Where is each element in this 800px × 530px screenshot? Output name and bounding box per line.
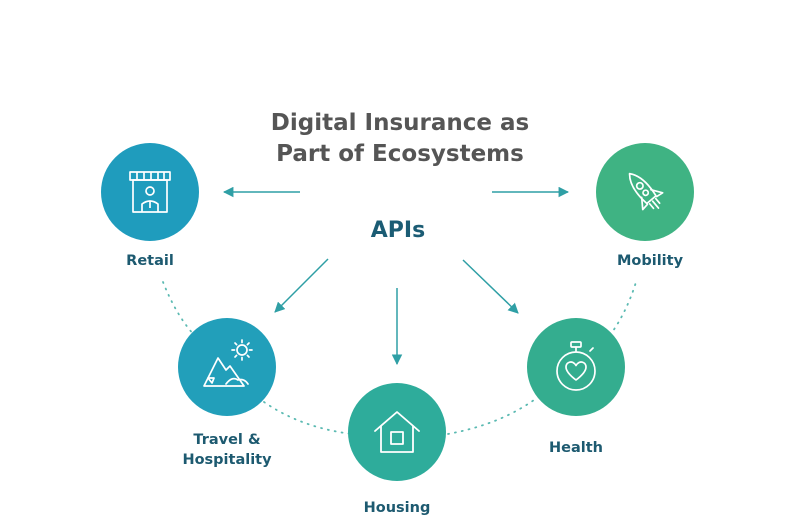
- title-line-2: Part of Ecosystems: [276, 141, 524, 167]
- api-arrows: [222, 186, 570, 366]
- apis-label: APIs: [370, 218, 426, 243]
- house-icon: [374, 411, 420, 453]
- housing-circle: [348, 383, 446, 481]
- dotted-ring: [162, 281, 637, 435]
- housing-label: Housing: [363, 500, 431, 516]
- travel-label-line-1: Travel &: [193, 432, 261, 448]
- mobility-circle: [596, 143, 694, 241]
- arrow-to-travel: [274, 258, 329, 313]
- health-label: Health: [549, 440, 603, 456]
- travel-circle: [178, 318, 276, 416]
- arrow-to-health: [462, 259, 519, 314]
- mobility-label: Mobility: [616, 253, 684, 269]
- title-line-1: Digital Insurance as: [270, 110, 530, 136]
- storefront-icon: [129, 171, 171, 213]
- diagram-title: Digital Insurance as Part of Ecosystems: [250, 108, 550, 170]
- travel-label: Travel & Hospitality: [170, 430, 284, 470]
- health-circle: [527, 318, 625, 416]
- travel-label-line-2: Hospitality: [182, 452, 272, 468]
- retail-label: Retail: [126, 253, 174, 269]
- retail-circle: [101, 143, 199, 241]
- stopwatch-heart-icon: [556, 341, 596, 391]
- rocket-icon: [628, 172, 664, 211]
- mountain-sun-icon: [203, 339, 253, 387]
